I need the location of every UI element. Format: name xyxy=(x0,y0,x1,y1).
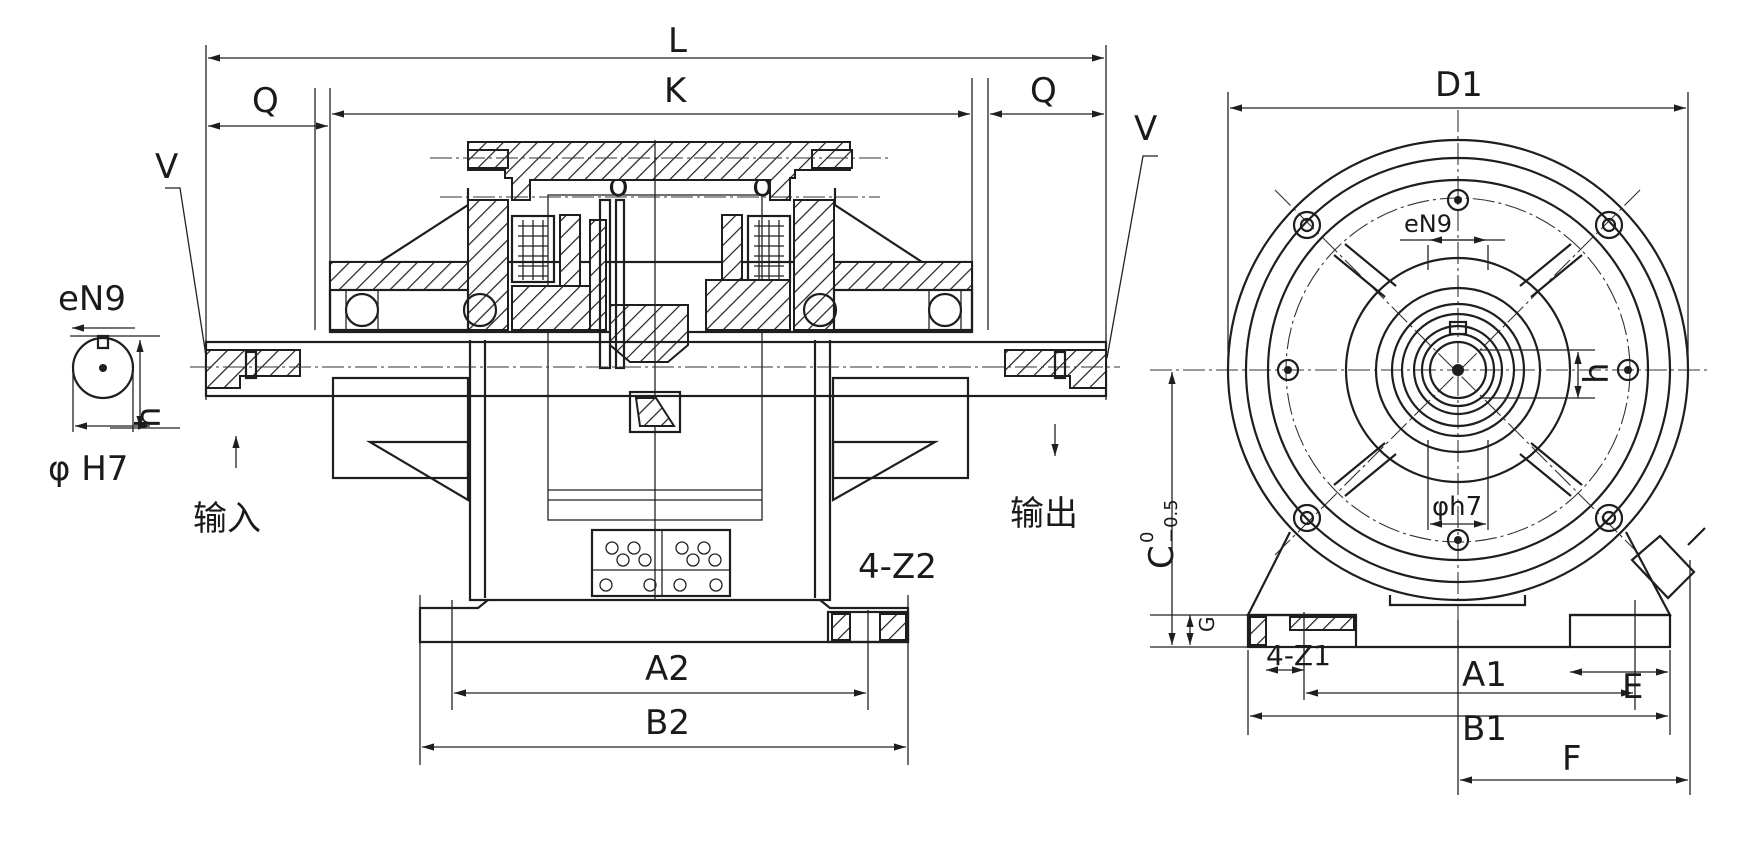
right-extension-lines xyxy=(1150,92,1691,795)
right-dimension-lines xyxy=(1150,104,1688,784)
shaft xyxy=(190,340,1120,398)
dim-shaft-label: φh7 xyxy=(1432,492,1482,522)
dim-G-label: G xyxy=(1195,617,1219,633)
dim-K-label: K xyxy=(664,71,688,111)
side-end-view: D1 eN9 h φh7 C 0 −0.5 G 4-Z1 A1 E B1 F xyxy=(1137,65,1710,795)
dim-B2-label: B2 xyxy=(645,703,690,743)
dim-Z1-label: 4-Z1 xyxy=(1266,639,1331,672)
dim-Q-right-label: Q xyxy=(1030,71,1057,111)
dim-B1-label: B1 xyxy=(1462,709,1507,749)
central-disc xyxy=(598,140,689,600)
spokes xyxy=(1333,243,1583,497)
bearing-housings xyxy=(328,261,974,332)
shaft-height-label: h xyxy=(129,406,169,428)
stand xyxy=(1246,531,1672,649)
right-coil-assembly xyxy=(705,199,835,331)
dim-C-tol-upper: 0 xyxy=(1137,532,1158,543)
front-section-view: L K Q Q V V δ δ A2 B2 4-Z2 xyxy=(155,21,1158,765)
dim-A2-label: A2 xyxy=(645,649,690,689)
dim-C-group: C 0 −0.5 xyxy=(1137,499,1182,569)
dim-V-left-label: V xyxy=(155,147,178,187)
dim-A1-label: A1 xyxy=(1462,655,1507,695)
dim-key-width-label: eN9 xyxy=(1404,210,1452,238)
dim-E-label: E xyxy=(1622,667,1643,707)
housing-shoulders xyxy=(379,188,923,263)
dim-Z2-label: 4-Z2 xyxy=(858,547,937,587)
dim-C-label: C xyxy=(1142,545,1182,569)
terminal-box xyxy=(1630,527,1706,600)
shaft-bore-label: φ H7 xyxy=(48,449,128,489)
dim-D1-label: D1 xyxy=(1435,65,1483,105)
dim-C-tol-lower: −0.5 xyxy=(1161,499,1182,543)
bolt-holes xyxy=(1276,188,1640,552)
dim-L-label: L xyxy=(668,21,687,61)
left-coil-assembly xyxy=(467,199,607,331)
output-label: 输出 xyxy=(1010,494,1078,534)
terminal-block xyxy=(590,528,732,598)
shaft-end-section: eN9 h φ H7 xyxy=(48,279,180,489)
dim-F-label: F xyxy=(1562,739,1582,779)
dim-Q-left-label: Q xyxy=(252,81,279,121)
input-label: 输入 xyxy=(193,499,261,539)
top-cover-section xyxy=(430,141,890,201)
base xyxy=(418,599,910,644)
dimension-lines xyxy=(165,54,1158,751)
center-detail xyxy=(628,390,682,434)
dim-V-right-label: V xyxy=(1134,109,1157,149)
shaft-key-label: eN9 xyxy=(58,279,126,319)
dim-height-label: h xyxy=(1577,362,1617,384)
